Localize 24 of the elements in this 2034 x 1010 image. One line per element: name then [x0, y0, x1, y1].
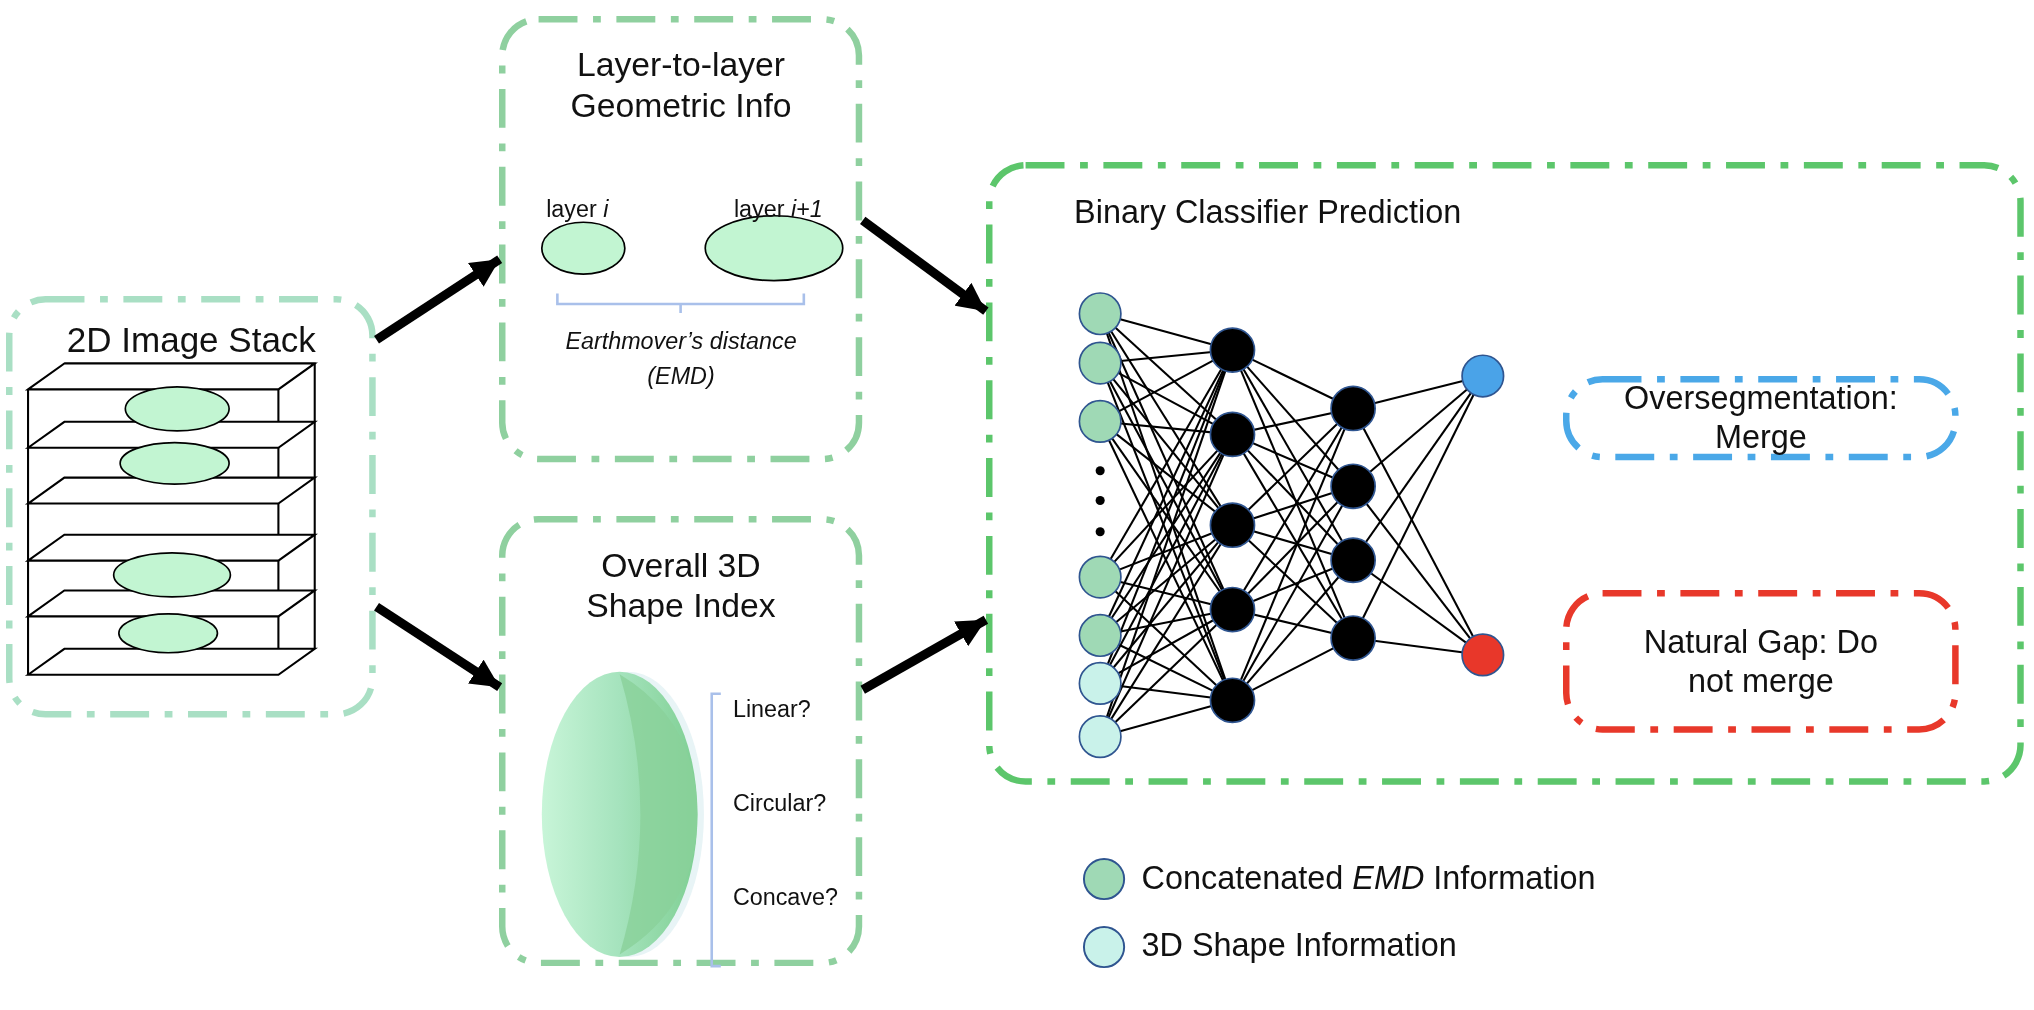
dash-dot-panel [985, 162, 2024, 785]
label: Linear? [732, 695, 812, 724]
panel-title: Oversegmentation: Merge [1623, 379, 1899, 458]
dash-dot-panel [499, 516, 863, 967]
arrow [860, 216, 989, 315]
arrow [374, 602, 503, 691]
label: Circular? [732, 788, 828, 817]
label: Earthmover’s distance (EMD) [564, 327, 798, 392]
panel-title: 2D Image Stack [65, 319, 317, 362]
panel-title: Overall 3D Shape Index [585, 544, 777, 626]
panel-title: Natural Gap: Do not merge [1642, 622, 1879, 701]
legend-label: 3D Shape Information [1141, 926, 1457, 966]
label: layer i [545, 194, 610, 223]
label: layer i+1 [732, 194, 824, 223]
panel-title: Layer-to-layer Geometric Info [569, 44, 793, 126]
label: Concave? [732, 883, 839, 912]
arrow [374, 255, 503, 344]
legend-label: Concatenated EMD Information [1141, 858, 1596, 898]
result-box [1563, 590, 1959, 733]
dash-dot-panel [499, 15, 863, 462]
result-box [1563, 376, 1959, 461]
panel-title: Binary Classifier Prediction [1074, 193, 1463, 233]
dash-dot-panel [6, 295, 377, 718]
arrow [860, 615, 989, 694]
